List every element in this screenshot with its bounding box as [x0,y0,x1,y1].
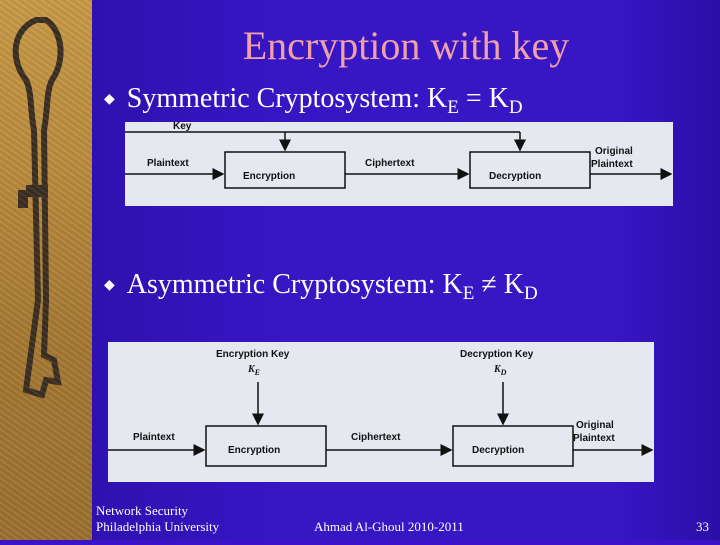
ciphertext-label: Ciphertext [365,158,415,169]
subscript-d: D [523,283,538,304]
subscript-d: D [508,97,523,118]
footer-university: Philadelphia University [96,519,220,534]
slide-title: Encryption with key [242,23,570,68]
decryption-key-label: Decryption Key [460,349,534,360]
plaintext-label: Plaintext [133,432,175,443]
original-plaintext-label: Plaintext [573,433,615,444]
relation: ≠ K [474,269,524,300]
bullet-text: Asymmetric Cryptosystem: K [126,269,463,300]
subscript-e: E [462,283,475,304]
key-photo [0,0,92,540]
ciphertext-label: Ciphertext [351,432,401,443]
bullet-asymmetric: ◆ Asymmetric Cryptosystem: KE ≠ KD [104,268,538,311]
decryption-box-label: Decryption [472,445,524,456]
footer-course-name: Network Security [96,503,189,518]
footer-author: Ahmad Al-Ghoul 2010-2011 [314,519,464,534]
original-label: Original [576,420,614,431]
encryption-box-label: Encryption [243,171,295,182]
plaintext-label: Plaintext [147,158,189,169]
symmetric-diagram: Key Plaintext Encryption Ciphertext Decr… [125,122,673,206]
original-label: Original [595,146,633,157]
encryption-key-label: Encryption Key [216,349,290,360]
footer-course: Network Security Philadelphia University [96,503,219,535]
original-plaintext-label: Plaintext [591,159,633,170]
kd-label: KD [493,364,507,377]
diamond-bullet-icon: ◆ [104,91,115,107]
bullet-text: Symmetric Cryptosystem: K [126,83,448,114]
key-label: Key [173,122,192,132]
encryption-box-label: Encryption [228,445,280,456]
ke-label: KE [247,364,260,377]
relation: = K [458,83,509,114]
diamond-bullet-icon: ◆ [104,277,115,293]
subscript-e: E [447,97,459,118]
decryption-box-label: Decryption [489,171,541,182]
key-icon [12,17,64,399]
page-number: 33 [696,519,709,534]
bullet-symmetric: ◆ Symmetric Cryptosystem: KE = KD [104,82,523,125]
asymmetric-diagram: Encryption Key KE Decryption Key KD Plai… [108,342,654,482]
